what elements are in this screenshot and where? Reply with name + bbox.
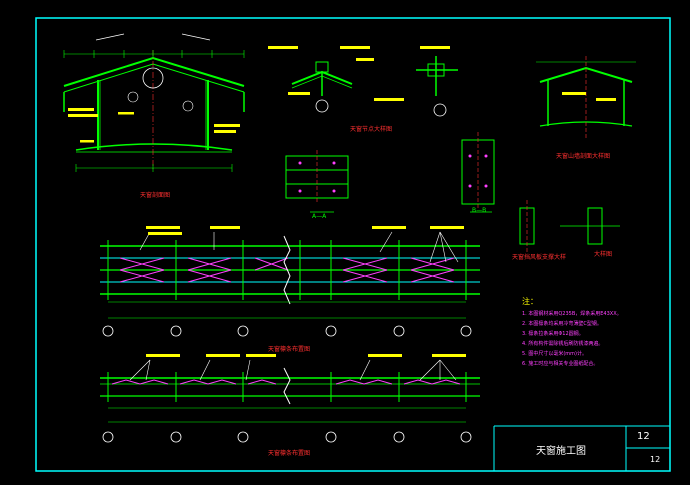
note-line: 3. 檩条拉条采用Φ12圆钢。 xyxy=(522,331,584,337)
section-b-title: B—B xyxy=(472,207,487,214)
section-a-title: A—A xyxy=(312,213,327,220)
node-title: 天窗节点大样图 xyxy=(350,126,393,133)
note-line: 6. 施工时应与相关专业图纸配合。 xyxy=(522,361,599,367)
note-line: 5. 图中尺寸以毫米(mm)计。 xyxy=(522,351,588,357)
sheet-total: 12 xyxy=(650,455,661,464)
small-detail-title: 天窗挡风板支撑大样 xyxy=(512,254,567,261)
section-b-b xyxy=(461,132,495,213)
sheet-number: 12 xyxy=(637,431,650,442)
notes-heading: 注： xyxy=(522,297,538,306)
plan1-title: 天窗檩条布置图 xyxy=(268,346,311,353)
node-details xyxy=(268,46,458,117)
skylight-section xyxy=(63,33,245,172)
drawing-title: 天窗施工图 xyxy=(536,446,586,457)
elevation-title: 天窗剖面图 xyxy=(140,192,171,199)
purlin-plan-1 xyxy=(100,226,480,337)
section-a-a xyxy=(285,150,349,213)
note-line: 1. 本图钢材采用Q235B，焊条采用E43XX。 xyxy=(522,311,622,317)
gable-section xyxy=(536,56,636,140)
note-line: 4. 所有构件需除锈后刷防锈漆两遍。 xyxy=(522,341,604,347)
sheet-frame xyxy=(35,17,671,472)
general-notes: 注： 1. 本图钢材采用Q235B，焊条采用E43XX。 2. 本图檩条均采用冷… xyxy=(522,296,662,369)
small-detail2-title: 大样图 xyxy=(594,251,613,258)
title-block xyxy=(493,425,670,471)
plan2-title: 天窗檩条布置图 xyxy=(268,450,311,457)
gable-title: 天窗山墙剖面大样图 xyxy=(556,153,611,160)
purlin-plan-2 xyxy=(100,354,480,443)
small-detail xyxy=(519,200,620,252)
note-line: 2. 本图檩条均采用冷弯薄壁C型钢。 xyxy=(522,321,602,327)
